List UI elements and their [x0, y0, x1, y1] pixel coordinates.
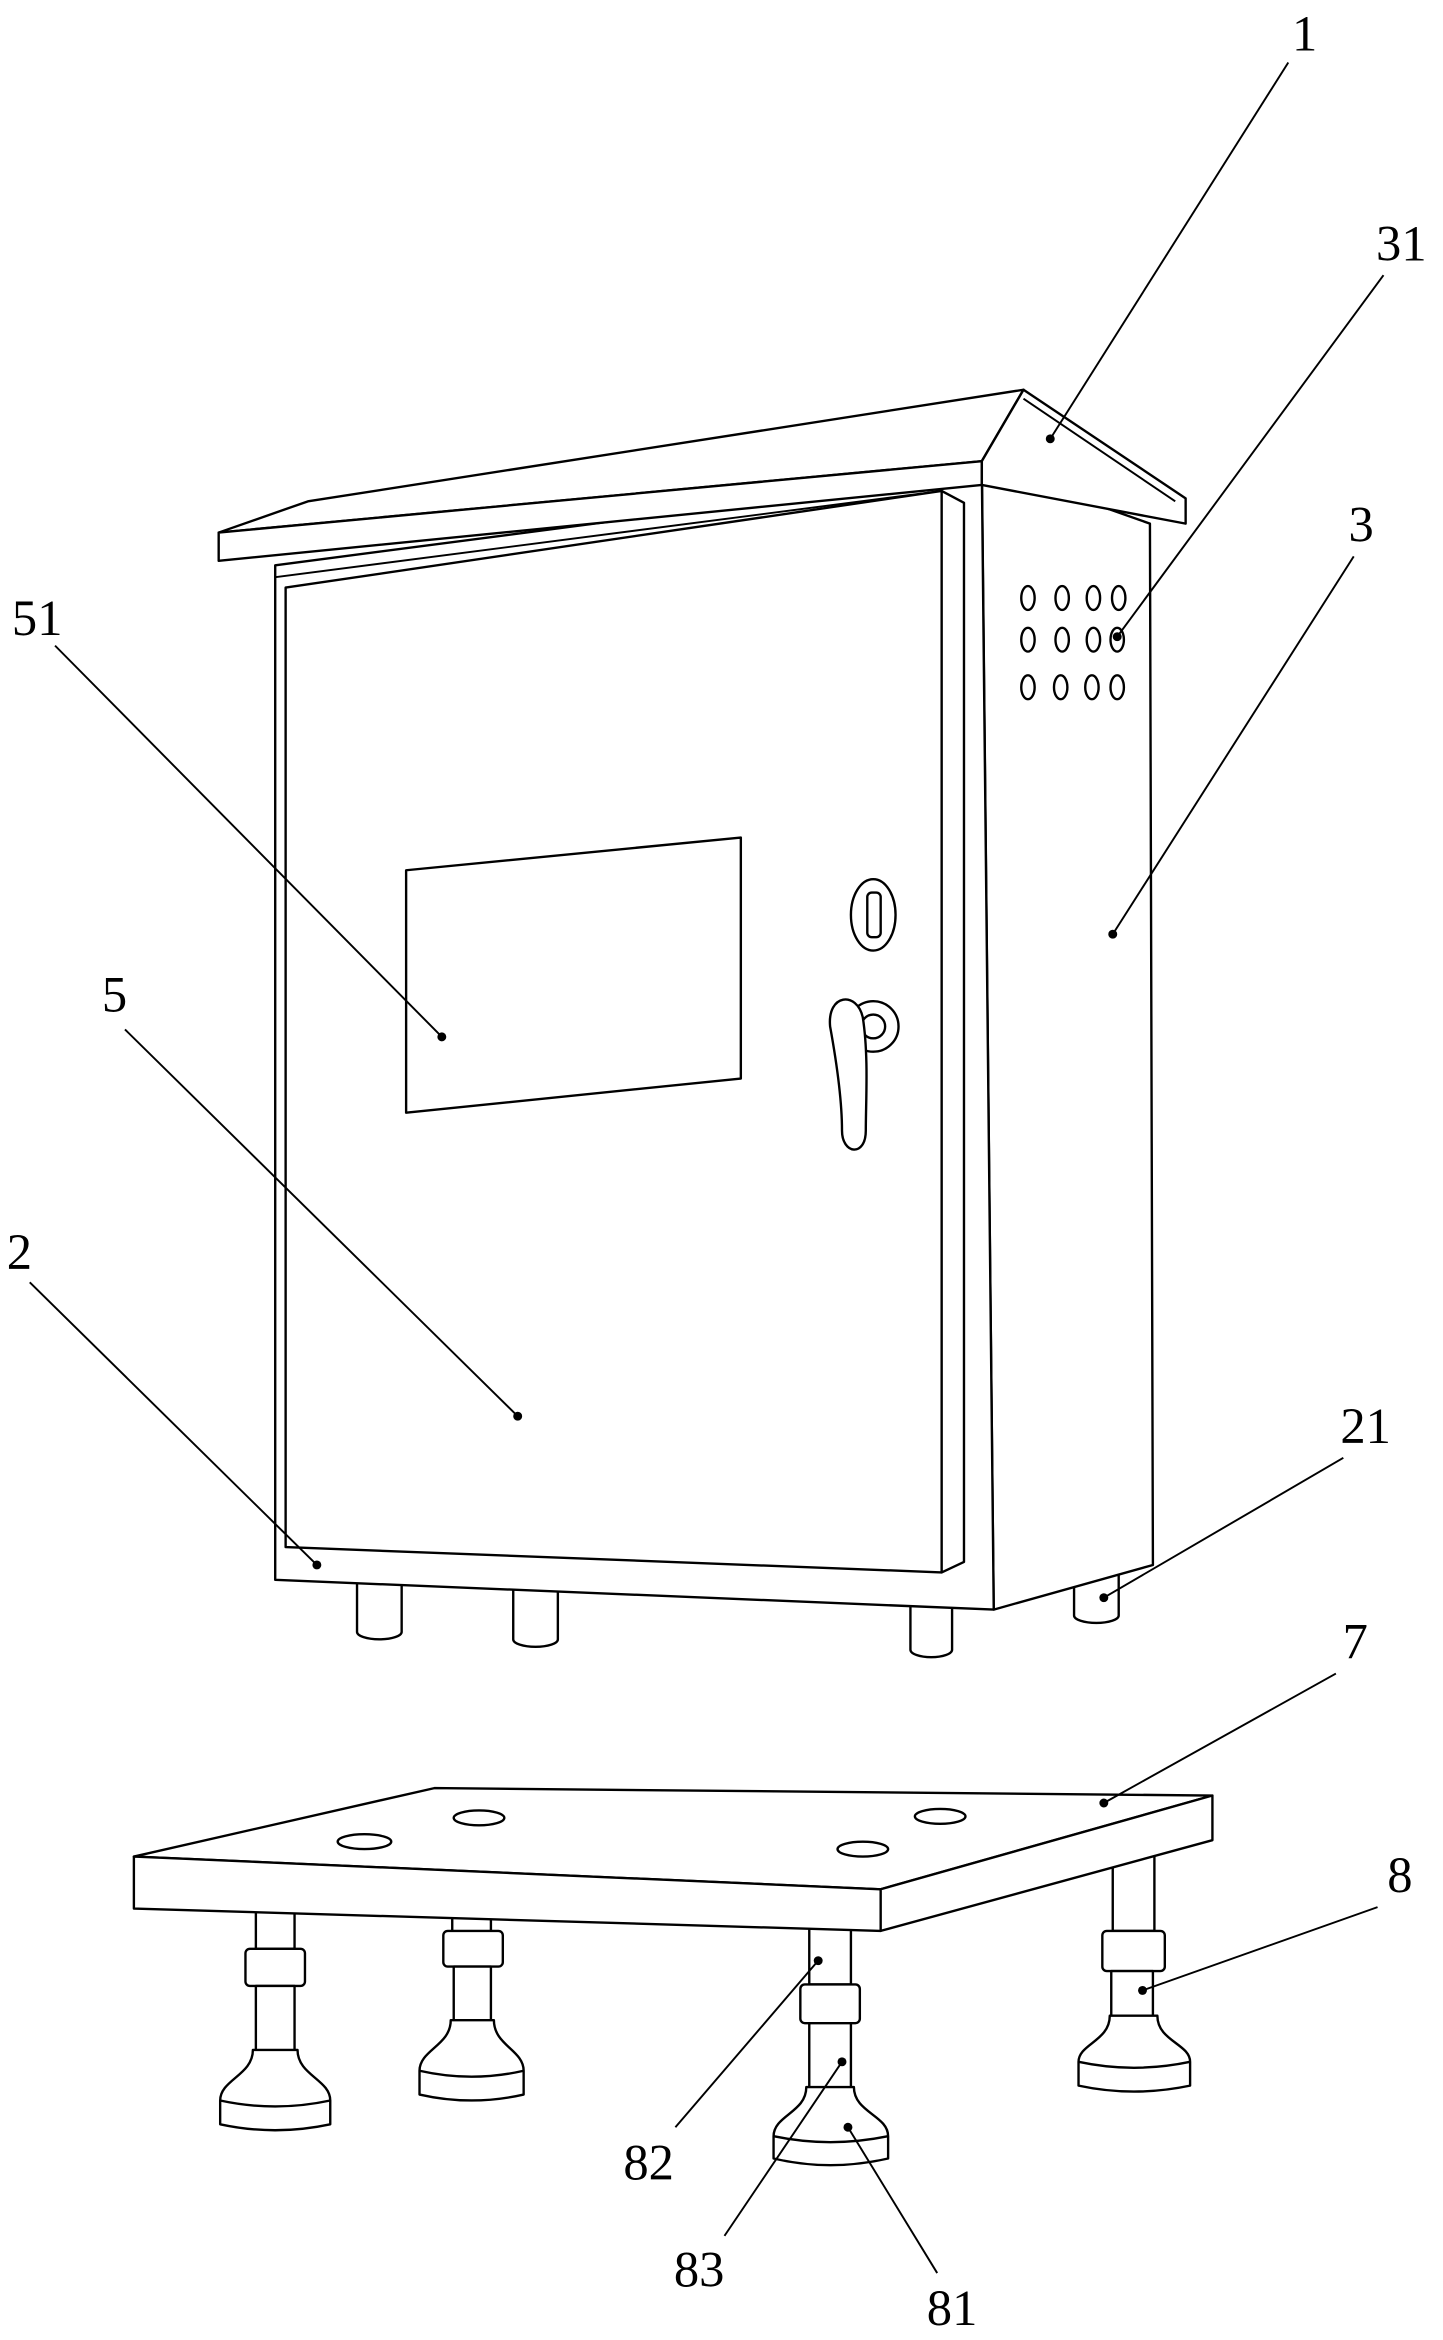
vent-hole: [1020, 674, 1036, 701]
leader-line: [723, 2061, 843, 2237]
leg-collar: [442, 1929, 505, 1968]
leader-line: [1116, 274, 1385, 638]
callout-label: 8: [1387, 1847, 1412, 1903]
leg-foot-band: [219, 2099, 331, 2108]
leg-foot-band: [419, 2069, 524, 2078]
leg-collar: [244, 1947, 307, 1988]
callout-label: 7: [1343, 1614, 1368, 1670]
leg-foot: [218, 2048, 332, 2132]
base-plate-side: [879, 1794, 1214, 1933]
leader-line: [1103, 1457, 1344, 1599]
leg-upper-rod: [808, 1925, 853, 1986]
leader-line: [1111, 555, 1355, 935]
callout-labels: 1 31 3 51 5 2 21 7 8 82 83 81: [7, 6, 1427, 2337]
leg: [418, 1910, 525, 2102]
leg: [772, 1925, 890, 2167]
base-plate-hole: [452, 1809, 506, 1827]
callout-label: 82: [623, 2134, 674, 2190]
leader-dot: [1045, 434, 1055, 444]
leader-line: [1142, 1906, 1378, 1992]
leader-line: [54, 644, 443, 1038]
leader-dot: [1112, 632, 1122, 642]
vent-hole: [1020, 584, 1036, 612]
leg-lower-rod: [452, 1965, 493, 2025]
base-plate-hole: [913, 1807, 967, 1825]
door-handle: [828, 998, 900, 1151]
leg-foot: [772, 2085, 890, 2167]
lock-keyhole: [866, 891, 882, 939]
callout-label: 51: [12, 590, 63, 646]
leader-line: [29, 1281, 318, 1566]
leg-foot-band: [773, 2135, 889, 2144]
door-edge-strip: [940, 489, 966, 1574]
leg: [218, 1902, 332, 2132]
vent-hole: [1085, 626, 1102, 653]
callout-label: 83: [674, 2241, 725, 2297]
leg-collar: [799, 1983, 862, 2025]
leg-lower-rod: [254, 1984, 296, 2055]
leader-line: [124, 1028, 519, 1417]
door-window: [404, 836, 743, 1114]
base-plate-hole: [836, 1840, 890, 1858]
leader-lines: [29, 61, 1385, 2274]
cabinet-frame-top-edge: [275, 489, 942, 579]
vent-hole: [1109, 674, 1126, 701]
leg-lower-rod: [1110, 1969, 1155, 2020]
leader-dot: [1099, 1593, 1109, 1603]
handle-lever: [828, 998, 868, 1151]
leader-dot: [843, 2122, 853, 2132]
leader-dot: [1108, 929, 1118, 939]
vent-hole: [1054, 584, 1071, 612]
vent-hole: [1054, 626, 1071, 653]
leader-line: [674, 1960, 819, 2128]
vent-hole: [1052, 674, 1069, 701]
base-plate: [132, 1786, 1214, 1933]
callout-label: 3: [1349, 496, 1374, 552]
pipe: [512, 1578, 560, 1648]
vent-hole: [1084, 674, 1100, 701]
cabinet: [274, 462, 1155, 1611]
callout-label: 21: [1340, 1398, 1391, 1454]
roof-gable-end: [980, 388, 1187, 525]
leg-collar: [1101, 1929, 1167, 1973]
leader-dot: [1099, 1798, 1109, 1808]
leg-foot-band: [1078, 2060, 1191, 2069]
base-plate-hole: [336, 1833, 393, 1851]
pipe: [355, 1572, 403, 1641]
leader-dot: [312, 1560, 322, 1570]
vent-hole: [1110, 584, 1127, 612]
callout-label: 2: [7, 1224, 32, 1280]
leg-foot: [1077, 2014, 1192, 2093]
callout-label: 5: [102, 967, 127, 1023]
vent-holes: [1020, 584, 1127, 701]
callout-label: 31: [1376, 215, 1427, 271]
vent-hole: [1085, 584, 1102, 612]
leader-dot: [437, 1032, 447, 1042]
roof: [217, 388, 1187, 563]
leader-line: [1103, 1672, 1337, 1804]
leader-dot: [513, 1411, 523, 1421]
leg-foot: [418, 2018, 525, 2102]
callout-label: 81: [927, 2280, 978, 2336]
leg: [1077, 1843, 1192, 2093]
callout-label: 1: [1292, 6, 1317, 62]
leader-line: [1049, 61, 1290, 440]
door-lock: [849, 877, 897, 952]
leader-line: [847, 2126, 939, 2274]
vent-hole: [1020, 626, 1036, 653]
leader-dot: [813, 1956, 823, 1966]
leader-dot: [1138, 1985, 1147, 1995]
leader-dot: [837, 2057, 847, 2067]
roof-gable-edge: [1022, 397, 1176, 503]
